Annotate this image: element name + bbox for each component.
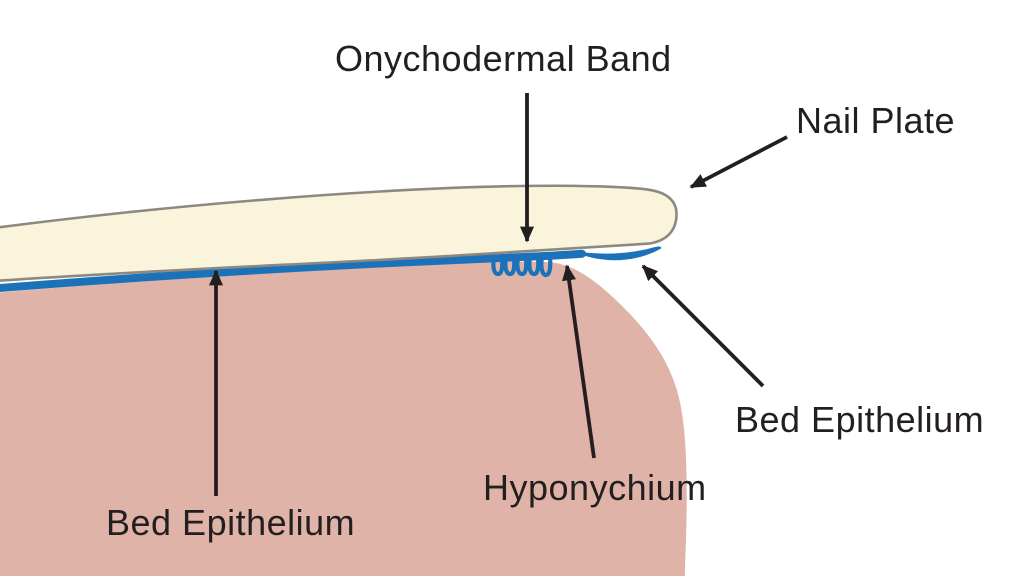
label-onychodermal-band: Onychodermal Band [335,38,672,79]
label-hyponychium: Hyponychium [483,467,707,508]
nail-plate-arrow [689,135,788,189]
label-bed-epithelium-left: Bed Epithelium [106,502,355,543]
bed-epithelium-line [0,249,586,293]
onychodermal-band-squiggle [491,253,553,278]
label-nail-plate: Nail Plate [796,100,955,141]
bed-epithelium-right-arrow [641,264,765,388]
hyponychium-arrow [562,264,596,459]
fingertip-skin-shape [0,261,687,576]
bed-epithelium-tip-crescent [571,246,662,261]
nail-plate-shape [0,184,678,282]
label-bed-epithelium-right: Bed Epithelium [735,399,984,440]
